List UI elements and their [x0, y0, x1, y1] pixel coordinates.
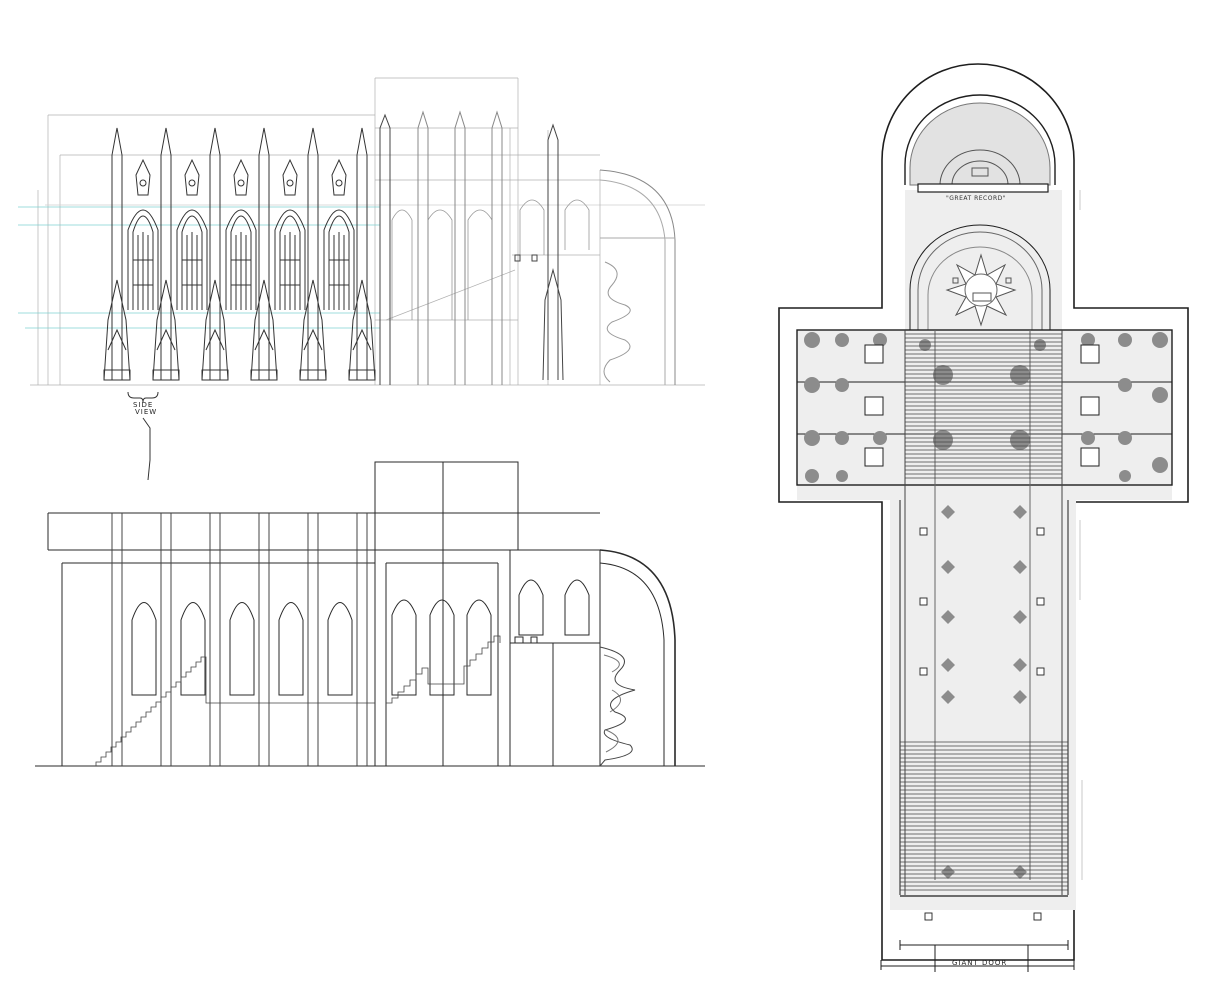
gothic-bays — [127, 158, 355, 310]
elevation-outline — [35, 461, 705, 767]
plan-floor-fill — [797, 190, 1172, 910]
staircase — [95, 656, 375, 766]
nave-pedestals — [919, 527, 1045, 921]
transept-columns — [804, 332, 1168, 483]
star-emblem — [945, 253, 1017, 327]
apse-fill — [909, 102, 1051, 186]
nave-columns — [941, 505, 1027, 879]
side-view-label-line2: VIEW — [135, 408, 157, 416]
right-spires — [379, 110, 564, 385]
plan-outer-outline — [778, 63, 1189, 961]
elevation-sketch — [18, 77, 705, 481]
spiral-stair — [599, 646, 636, 767]
buttress-pinnacles — [103, 127, 376, 381]
side-view-label-line1: SIDE — [133, 401, 153, 409]
floor-plan — [778, 63, 1189, 972]
side-view-callout — [127, 391, 159, 481]
pedestals — [864, 344, 1100, 467]
spiral-stair — [603, 261, 631, 383]
transept — [796, 329, 1173, 486]
pilasters — [111, 513, 368, 766]
dome-curve — [599, 549, 676, 766]
great-record-label: "GREAT RECORD" — [946, 195, 1006, 202]
giant-door-label: GIANT DOOR — [952, 959, 1007, 967]
arched-windows — [131, 579, 590, 696]
stair-hatch-upper — [905, 333, 1062, 479]
stair-hatch-lower — [900, 741, 1068, 891]
dome-outline — [599, 169, 676, 385]
construction-guides — [30, 77, 705, 386]
